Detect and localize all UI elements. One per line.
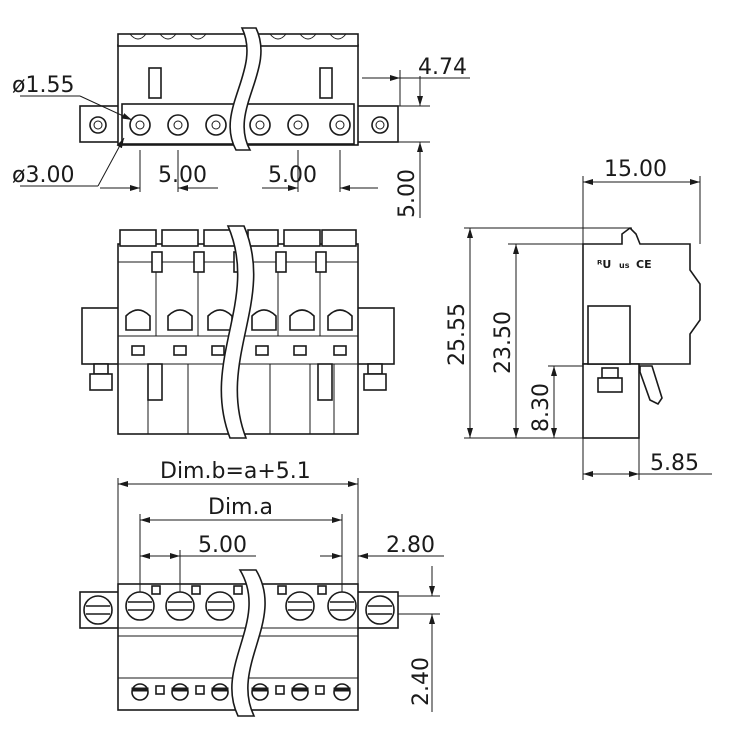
- front-latch-right: [317, 363, 333, 401]
- dim-end-offset: 2.80: [386, 533, 435, 558]
- dim-hole-diameter: ø1.55: [12, 73, 74, 98]
- front-flange-right: [355, 307, 395, 365]
- bottom-lower-clamps: [131, 683, 351, 701]
- front-view: [81, 225, 395, 439]
- dim-body-height: 23.50: [491, 311, 516, 374]
- bottom-view: Dim.b=a+5.1 Dim.a 5.00 2.80 2.40: [79, 459, 444, 717]
- dim-lower-height: 8.30: [529, 383, 554, 432]
- front-break-line: [220, 225, 255, 439]
- dim-side-offset: 4.74: [418, 55, 467, 80]
- side-view: ᴿU us CE 15.00 25.55 23.50 8.30 5.85: [445, 157, 712, 480]
- flange-hole-left: [89, 116, 107, 134]
- dim-top-pitch-left: 5.00: [158, 163, 207, 188]
- bottom-flange-screws: [83, 595, 395, 625]
- us-mark: us: [619, 261, 630, 270]
- side-latch-hook: [639, 365, 663, 406]
- dim-a-label: Dim.a: [208, 495, 273, 520]
- front-flange-screws: [89, 363, 387, 391]
- front-clamps: [125, 309, 353, 331]
- front-latch-left: [147, 363, 163, 401]
- top-rib-strip: [117, 33, 359, 47]
- front-flange-left: [81, 307, 121, 365]
- ce-mark: CE: [636, 258, 652, 271]
- certification-marks: ᴿU us CE: [597, 258, 652, 271]
- dim-bottom-pitch: 5.00: [198, 533, 247, 558]
- dim-total-height: 25.55: [445, 303, 470, 366]
- flange-hole-right: [371, 116, 389, 134]
- side-screw-head: [601, 367, 619, 379]
- bottom-break-line: [231, 569, 266, 717]
- dim-flange-hole-diameter: ø3.00: [12, 163, 74, 188]
- dim-row-height: 2.40: [409, 657, 434, 706]
- top-view: ø1.55 ø3.00 5.00 5.00 4.74 5.00: [12, 27, 470, 218]
- front-top-caps: [119, 229, 357, 247]
- dim-top-pitch-right: 5.00: [268, 163, 317, 188]
- top-screw-holes: [129, 114, 351, 136]
- dim-flange-height: 5.00: [395, 169, 420, 218]
- ur-mark: ᴿU: [597, 258, 611, 271]
- bottom-index-squares: [151, 585, 327, 595]
- top-latch-right: [319, 67, 333, 99]
- dim-bottom-depth: 5.85: [650, 451, 699, 476]
- dim-side-width: 15.00: [604, 157, 667, 182]
- dim-b-label: Dim.b=a+5.1: [160, 459, 311, 484]
- top-latch-left: [148, 67, 162, 99]
- side-inner-cavity: [587, 305, 631, 365]
- side-screw-body: [597, 377, 623, 393]
- front-windows: [131, 345, 347, 356]
- top-break-line: [229, 27, 262, 151]
